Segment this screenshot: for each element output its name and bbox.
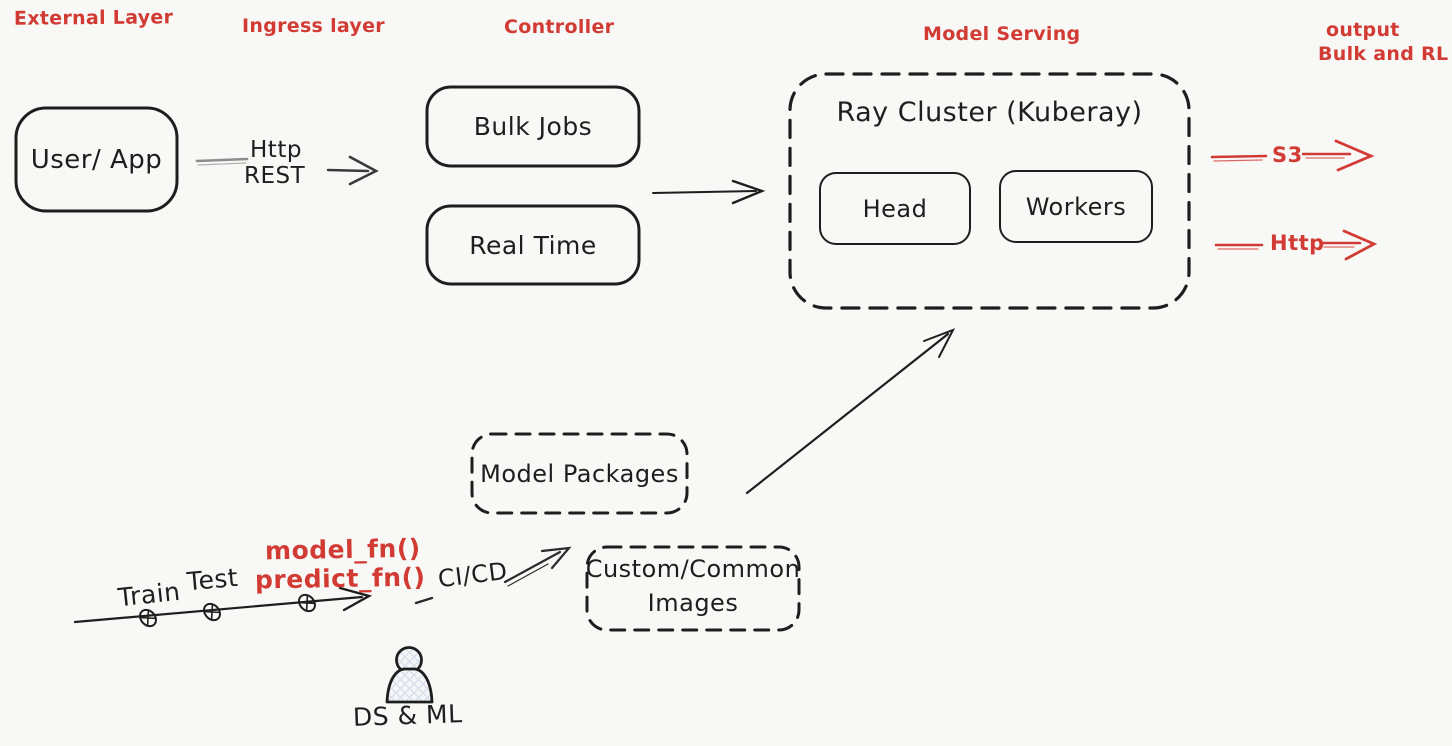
custom-images-label-line1: Custom/Common — [585, 555, 801, 583]
person-icon — [385, 646, 434, 704]
label-controller: Controller — [504, 16, 615, 38]
model-packages-box — [470, 432, 689, 515]
head-box — [819, 172, 971, 245]
label-ingress-layer: Ingress layer — [242, 15, 385, 37]
controller-to-ray-arrow — [652, 179, 766, 205]
http-rest-label-line1: Http — [250, 137, 302, 163]
ray-cluster-title: Ray Cluster (Kuberay) — [836, 96, 1143, 128]
label-model-serving: Model Serving — [923, 23, 1081, 45]
packages-to-ray-arrow — [745, 328, 956, 495]
http-rest-label-line2: REST — [244, 163, 306, 189]
model-fn-label: model_fn() — [264, 533, 421, 566]
cicd-arrow — [414, 546, 572, 605]
predict-fn-label: predict_fn() — [254, 562, 426, 595]
test-label: Test — [185, 562, 240, 597]
model-packages-label: Model Packages — [480, 459, 679, 488]
ds-ml-label: DS & ML — [352, 699, 463, 732]
user-app-label: User/ App — [30, 144, 163, 175]
user-app-box — [14, 106, 179, 213]
bulk-jobs-box — [425, 85, 641, 168]
custom-images-box — [585, 545, 801, 632]
train-test-arrow — [73, 586, 373, 628]
real-time-box — [425, 204, 641, 286]
ray-cluster-box — [788, 72, 1191, 310]
s3-label: S3 — [1272, 143, 1303, 167]
http-out-label: Http — [1270, 231, 1325, 255]
pipeline-stage-marker — [298, 593, 316, 613]
pipeline-stage-marker — [203, 602, 221, 622]
label-output-line2: Bulk and RL — [1318, 43, 1449, 65]
custom-images-label-line2: Images — [647, 589, 739, 617]
s3-output-arrow — [1210, 139, 1375, 172]
head-label: Head — [862, 194, 928, 223]
label-output-line1: output — [1326, 19, 1400, 41]
workers-box — [999, 170, 1153, 243]
label-external-layer: External Layer — [13, 6, 174, 30]
http-output-arrow — [1214, 229, 1378, 261]
real-time-label: Real Time — [469, 230, 597, 260]
http-rest-arrow — [195, 155, 379, 186]
workers-label: Workers — [1025, 192, 1127, 221]
pipeline-stage-marker — [139, 608, 157, 628]
bulk-jobs-label: Bulk Jobs — [473, 112, 593, 141]
